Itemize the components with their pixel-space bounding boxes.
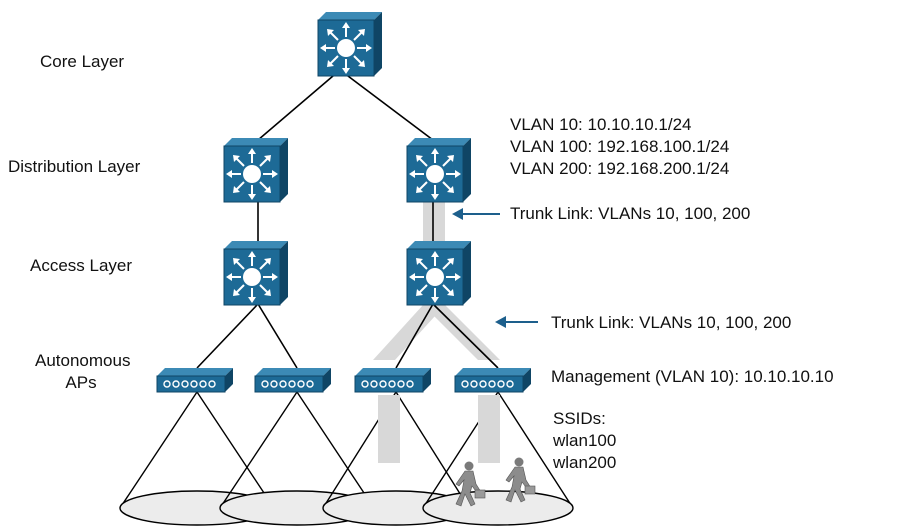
ssids-title: SSIDs:: [553, 409, 606, 428]
autonomous-aps-label: Autonomous APs: [35, 350, 131, 394]
access-point-4-icon: [454, 367, 532, 393]
distribution-switch-left-icon: [223, 137, 289, 203]
access-point-2-icon: [254, 367, 332, 393]
distribution-switch-right-icon: [406, 137, 472, 203]
trunk-arrows: [452, 208, 538, 328]
trunk-arrow-lower-icon: [495, 316, 538, 328]
distribution-layer-label: Distribution Layer: [8, 157, 141, 176]
ssid-wlan100: wlan100: [553, 431, 617, 450]
trunk-bands: [373, 193, 500, 463]
trunk-link-lower-label: Trunk Link: VLANs 10, 100, 200: [551, 313, 792, 332]
ssid-wlan200: wlan200: [553, 453, 617, 472]
trunk-link-upper-label: Trunk Link: VLANs 10, 100, 200: [510, 204, 751, 223]
links: [196, 69, 499, 369]
core-layer-label: Core Layer: [40, 52, 125, 71]
core-switch-icon: [317, 11, 383, 77]
access-point-1-icon: [156, 367, 234, 393]
vlan-10-line: VLAN 10: 10.10.10.1/24: [510, 115, 692, 134]
autonomous-aps-label-line2: APs: [65, 373, 97, 392]
coverage-areas: [119, 391, 574, 526]
access-layer-label: Access Layer: [30, 256, 133, 275]
vlan-config-annotation: VLAN 10: 10.10.10.1/24 VLAN 100: 192.168…: [510, 114, 729, 180]
vlan-100-line: VLAN 100: 192.168.100.1/24: [510, 137, 730, 156]
access-switch-left-icon: [223, 240, 289, 306]
access-point-3-icon: [354, 367, 432, 393]
management-label: Management (VLAN 10): 10.10.10.10: [551, 367, 834, 386]
access-switch-right-icon: [406, 240, 472, 306]
autonomous-aps-label-line1: Autonomous: [35, 351, 131, 370]
trunk-arrow-upper-icon: [452, 208, 500, 220]
ssids-annotation: SSIDs: wlan100 wlan200: [553, 408, 616, 474]
vlan-200-line: VLAN 200: 192.168.200.1/24: [510, 159, 730, 178]
